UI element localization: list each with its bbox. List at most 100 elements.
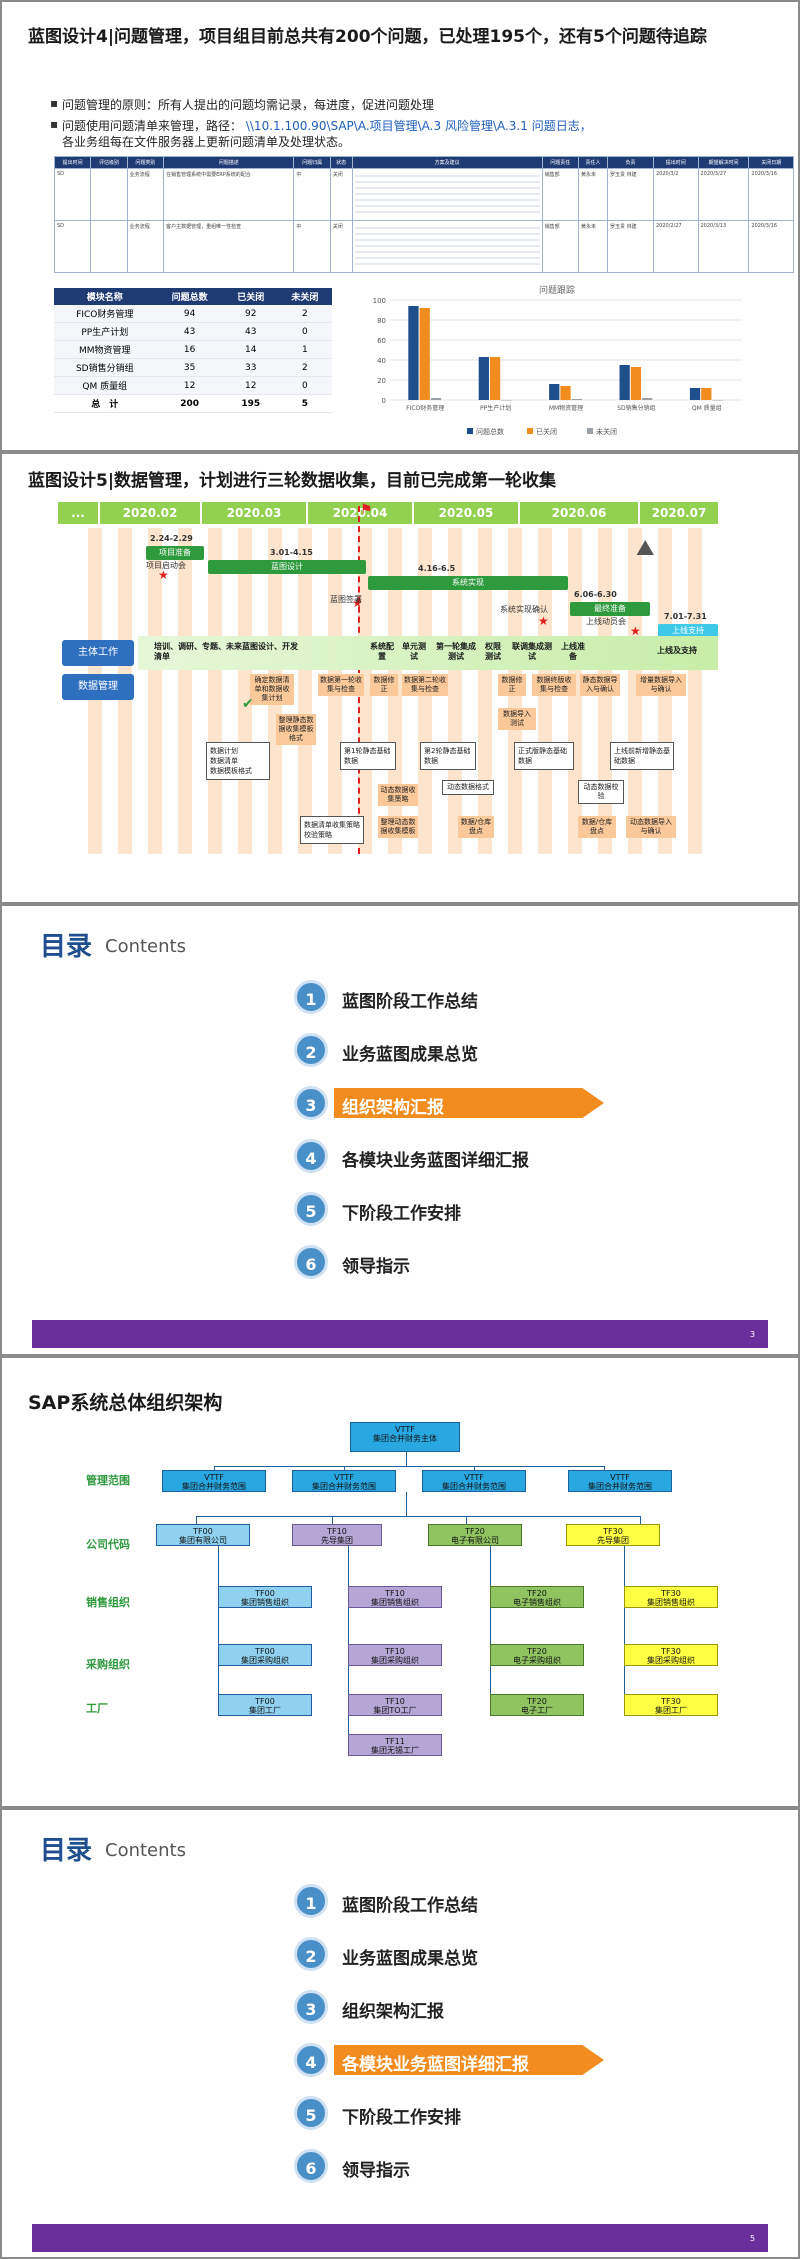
month-header: 2020.02 [100, 502, 200, 524]
bar [642, 398, 653, 400]
cell: 2 [277, 305, 332, 323]
x-tick-label: MM物资管理 [549, 404, 583, 412]
toc-subtitle: Contents [105, 1840, 186, 1861]
org-code: TF10 [385, 1697, 405, 1706]
cell: 16 [155, 340, 224, 359]
note-box: 第2轮静态基础数据 [420, 742, 476, 770]
data-task: 动态数据导入与确认 [626, 816, 676, 838]
slide-data-management: 蓝图设计5|数据管理，计划进行三轮数据收集，目前已完成第一轮收集 ... 202… [2, 454, 798, 902]
toc-number: 3 [294, 1086, 328, 1120]
toc-label: 业务蓝图成果总览 [342, 1949, 478, 1969]
th: 未关闭 [277, 288, 332, 305]
toc-label: 下阶段工作安排 [342, 1204, 461, 1224]
file-path-link[interactable]: \\10.1.100.90\SAP\A.项目管理\A.3 风险管理\A.3.1 … [245, 119, 592, 133]
data-task: 数据终版收集与检查 [532, 674, 576, 696]
org-name: 集团采购组织 [647, 1656, 695, 1665]
stripe [148, 528, 162, 854]
th: 提出时间 [652, 156, 699, 169]
milestone-star-icon: ★ [352, 596, 363, 610]
cell: 0 [277, 376, 332, 395]
org-name: 电子销售组织 [513, 1598, 561, 1607]
stripe [688, 528, 702, 854]
org-name: 集团有限公司 [179, 1536, 227, 1545]
toc-number: 5 [294, 2096, 328, 2130]
toc-title: 目录 [40, 1836, 93, 1866]
page-number: 5 [750, 2234, 756, 2243]
connector [624, 1546, 625, 1706]
cell: FICO财务管理 [54, 305, 156, 323]
cell: 罗玉贵 林建 [607, 220, 654, 273]
month-header: ... [58, 502, 98, 524]
note-line: 校验策略 [304, 831, 332, 839]
org-code: TF20 [527, 1589, 547, 1598]
task: 上线及支持 [657, 646, 697, 655]
data-task: 数据/仓库盘点 [578, 816, 616, 838]
cell: 92 [223, 305, 278, 323]
cell: 12 [155, 376, 224, 395]
connector [640, 1516, 641, 1524]
org-code: TF30 [661, 1647, 681, 1656]
chart-title: 问题跟踪 [539, 284, 575, 296]
phase-bar: 项目准备 [146, 546, 204, 560]
org-name: 先导集团 [321, 1536, 353, 1545]
data-task: 整理动态数据收集模板 [378, 816, 418, 838]
month-header: 2020.07 [640, 502, 718, 524]
toc-item-active[interactable]: 3 组织架构汇报 [294, 1086, 624, 1120]
note-line: 上线前新增静态基础数据 [614, 747, 670, 765]
bullet-path-text: 问题使用问题清单来管理，路径： [62, 119, 243, 133]
cell: 黄永未 [577, 220, 609, 273]
phase-date: 3.01-4.15 [270, 548, 313, 557]
task: 上线准备 [561, 642, 585, 661]
data-task: 静态数据导入与确认 [580, 674, 620, 696]
milestone-label: 蓝图签署 [330, 595, 362, 604]
milestone-star-icon: ★ [630, 624, 641, 638]
toc-label: 组织架构汇报 [342, 1098, 444, 1118]
month-header: 2020.03 [202, 502, 306, 524]
toc-item[interactable]: 2 业务蓝图成果总览 [294, 1937, 624, 1971]
org-code: TF10 [385, 1589, 405, 1598]
org-code: TF30 [661, 1697, 681, 1706]
cell: 2 [277, 358, 332, 377]
bullet-principle: 问题管理的原则：所有人提出的问题均需记录，每进度，促进问题处理 [50, 96, 434, 113]
cell: 2020/3/13 [697, 220, 750, 273]
org-code: TF00 [193, 1527, 213, 1536]
toc-number: 2 [294, 1937, 328, 1971]
cell: 12 [223, 376, 278, 395]
cell: 5 [277, 394, 332, 413]
stripe [448, 528, 462, 854]
toc-label: 蓝图阶段工作总结 [342, 992, 478, 1012]
bar [549, 384, 560, 400]
cell: PP生产计划 [54, 322, 156, 341]
phase-bar: 蓝图设计 [208, 560, 366, 574]
data-task: 确定数据清单和数据收集计划 [250, 674, 294, 705]
org-code: VTTF [334, 1473, 354, 1482]
note-box: 第1轮静态基础数据 [340, 742, 396, 770]
month-header: 2020.05 [414, 502, 518, 524]
x-tick-label: SD销售分销组 [617, 404, 655, 412]
bullet-path: 问题使用问题清单来管理，路径： \\10.1.100.90\SAP\A.项目管理… [50, 117, 762, 134]
task: 系统配置 [370, 642, 394, 661]
org-name: 集团合并财务范围 [588, 1482, 652, 1491]
th: 负责 [607, 156, 654, 169]
note-line: 正式版静态基础数据 [518, 747, 567, 765]
cell: 中 [293, 168, 331, 221]
org-code: TF10 [385, 1647, 405, 1656]
th: 责任人 [577, 156, 609, 169]
